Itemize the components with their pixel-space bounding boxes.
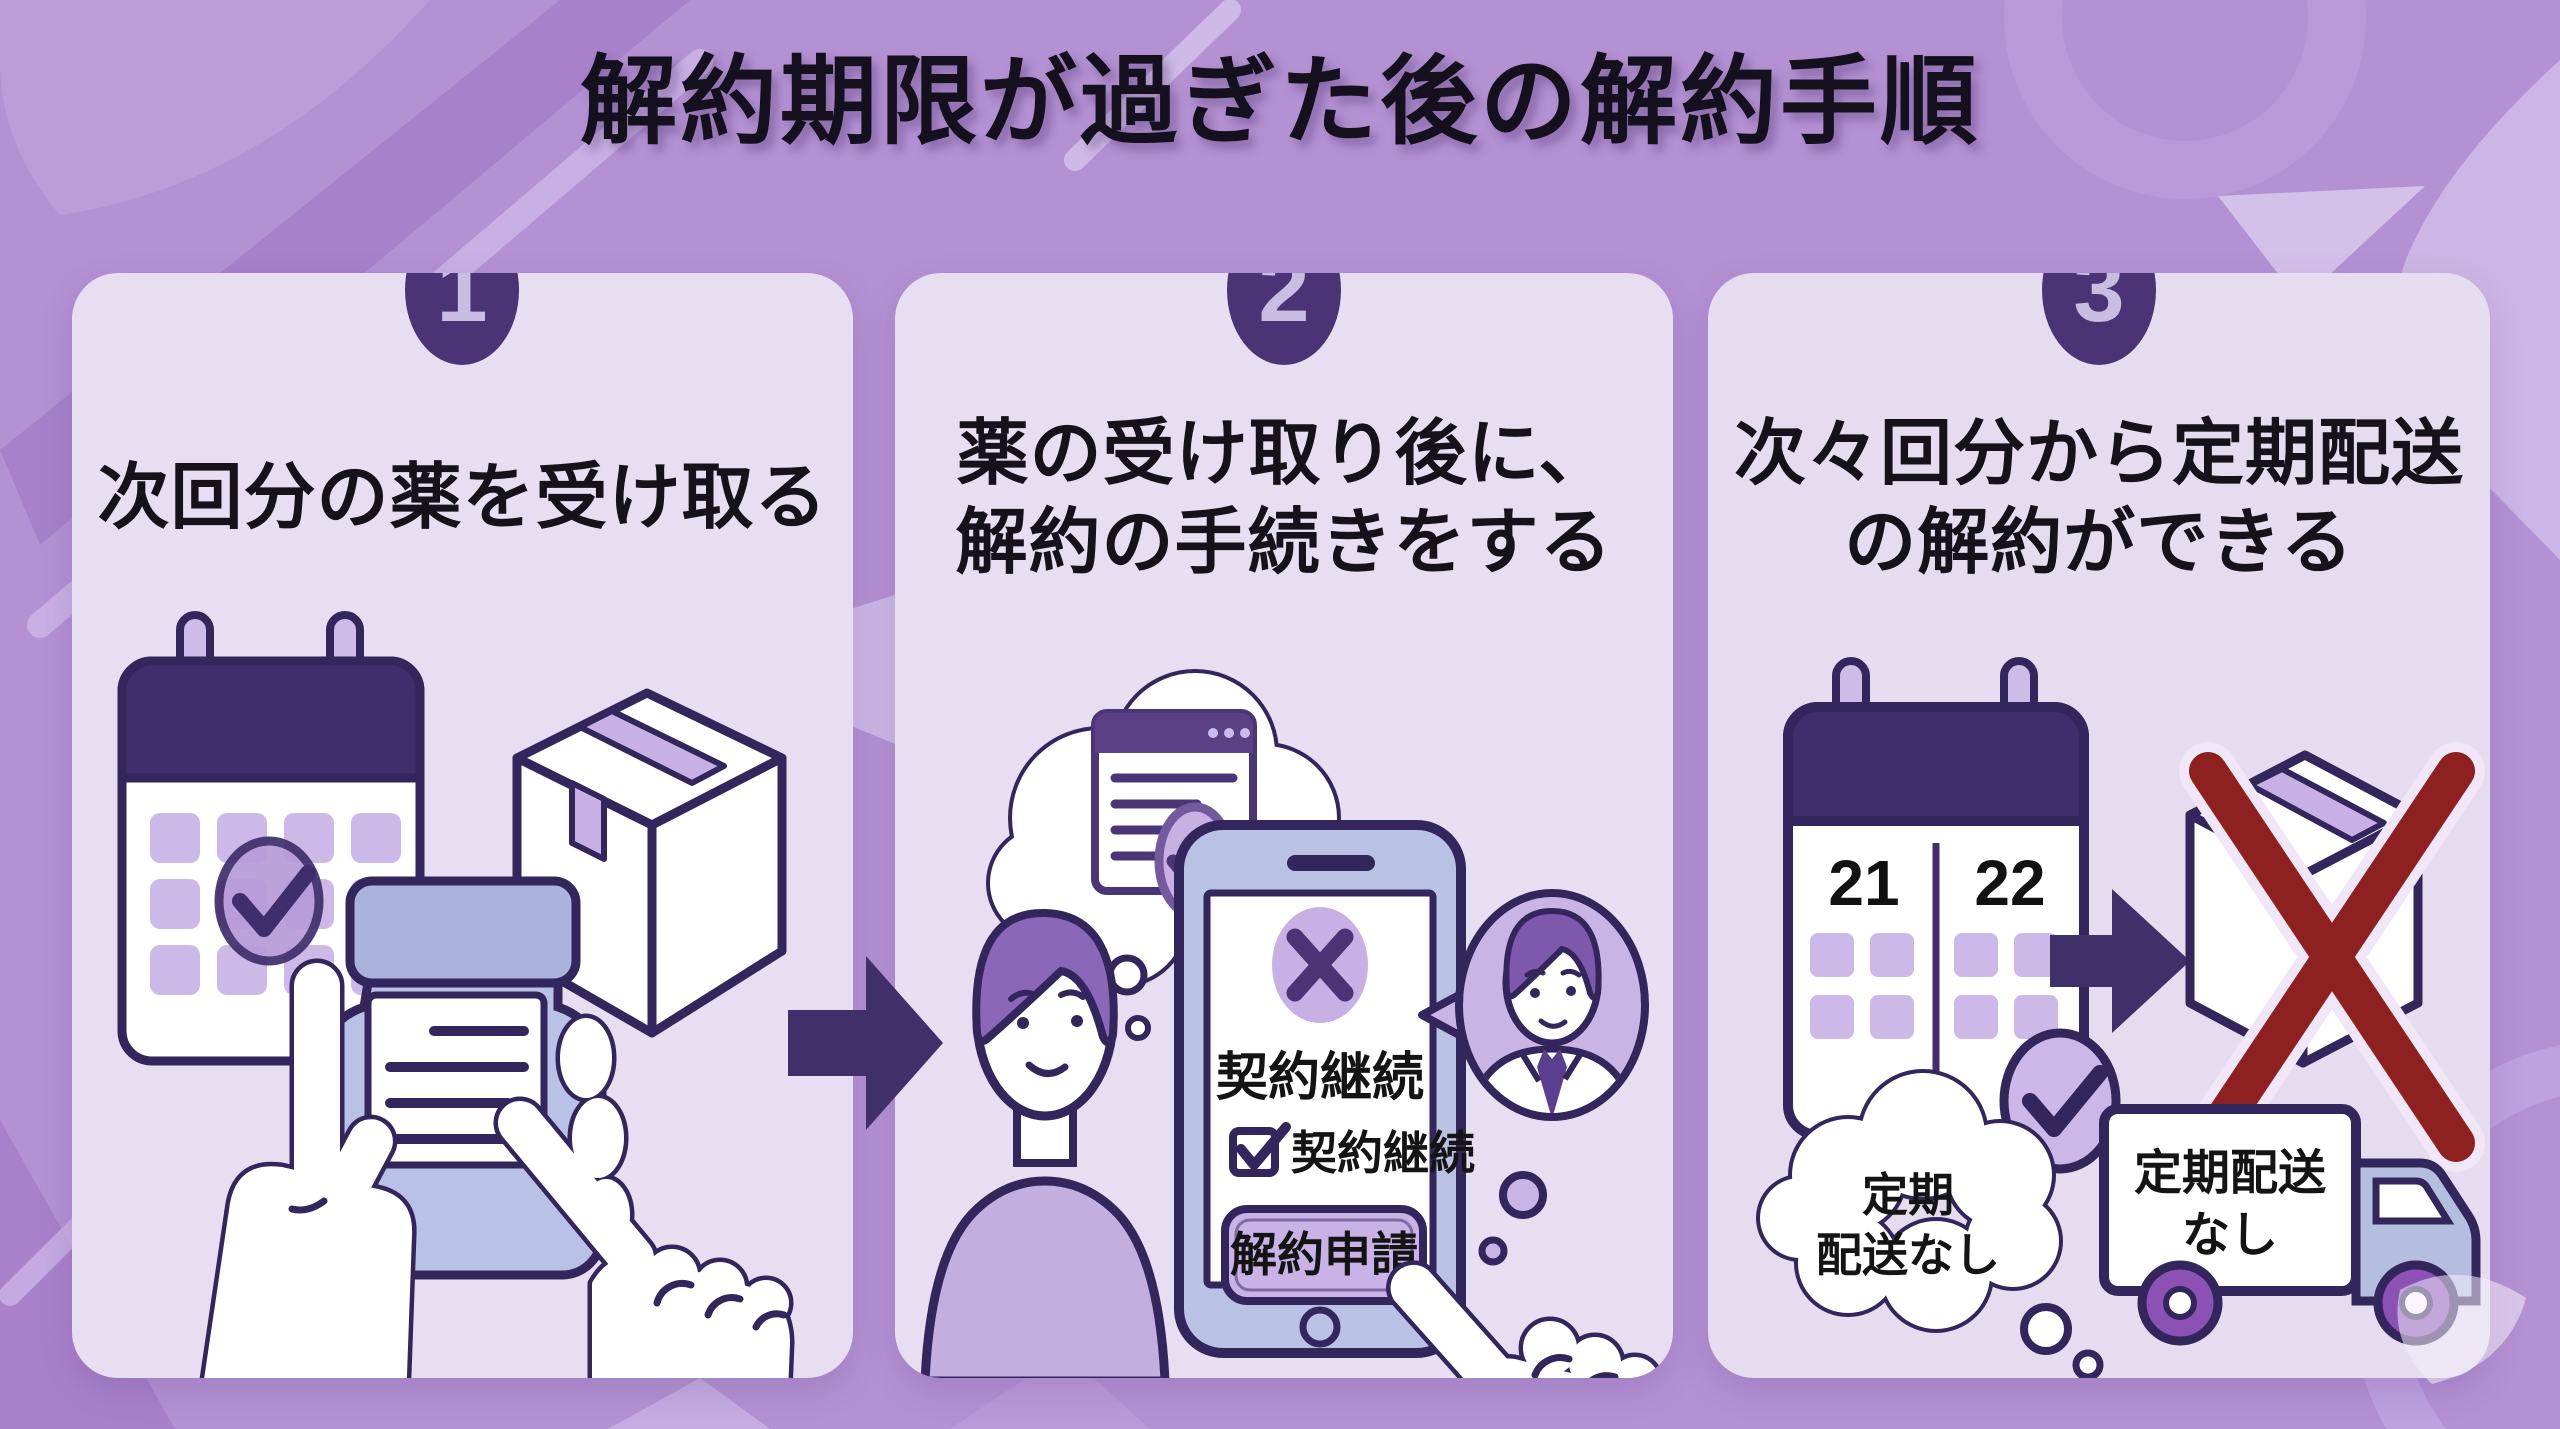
step-2-illustration: 契約継続 契約継続 解約申請: [920, 669, 1664, 1378]
doctor-avatar: [1466, 907, 1638, 1113]
checkmark-icon: [2022, 1065, 2108, 1137]
truck-label-line1: 定期配送: [2134, 1147, 2326, 1200]
step-panel-1: 次回分の薬を受け取る: [72, 273, 853, 1378]
checkbox-label: 契約継続: [1291, 1127, 1475, 1179]
calendar-icon: 21 22: [1783, 657, 2121, 1174]
delivery-truck-icon: 定期配送 なし: [2099, 1104, 2481, 1346]
package-box-icon: [512, 688, 787, 1038]
triangle-shape: [608, 1378, 770, 1429]
step-number-badge: 1: [405, 273, 519, 365]
doctor-speech-bubble: [1418, 889, 1649, 1266]
calendar-day-right: 22: [1974, 847, 2045, 919]
step-3-heading: 次々回分から定期配送の解約ができる: [1708, 391, 2490, 607]
bubble-dot: [1478, 1236, 1508, 1266]
step-1-heading: 次回分の薬を受け取る: [72, 391, 853, 607]
step-number-badge: 2: [1227, 273, 1341, 365]
phone-speaker: [1287, 855, 1375, 871]
page-title: 解約期限が過ぎた後の解約手順: [580, 47, 1980, 156]
cloud-label-line2: 配送なし: [1816, 1229, 2000, 1281]
checkmark-icon: [232, 865, 316, 937]
pointing-hand-icon: [493, 1013, 795, 1378]
calendar-check-circle: [214, 836, 324, 966]
calendar-day-left: 21: [1828, 847, 1899, 919]
bubble-dot: [1499, 1171, 1547, 1219]
bubble-dot: [2020, 1303, 2072, 1355]
contract-checkbox: [1229, 1122, 1291, 1177]
cloud-label-line1: 定期: [1862, 1169, 1954, 1221]
arrow-right-icon: [788, 956, 943, 1130]
cancelled-package-icon: [2179, 742, 2485, 1172]
phone-home-button: [1299, 1306, 1341, 1348]
step-2-heading-line2: 解約の手続きをする: [955, 503, 1613, 583]
step-3-heading-line2: の解約ができる: [1844, 503, 2354, 583]
truck-label-line2: なし: [2182, 1209, 2278, 1262]
step-1-illustration: [117, 611, 795, 1378]
step-panel-3: 次々回分から定期配送の解約ができる 21 22: [1708, 273, 2490, 1378]
step-2-heading: 薬の受け取り後に、解約の手続きをする: [895, 391, 1673, 607]
step-2-heading-line1: 薬の受け取り後に、: [956, 413, 1612, 494]
pointing-hand-icon: [1386, 1260, 1664, 1378]
smartphone-icon: 契約継続 契約継続 解約申請: [1174, 820, 1475, 1358]
step-number-badge: 3: [2042, 273, 2156, 365]
cancel-x-icon: [1272, 907, 1368, 1023]
contract-status-label: 契約継続: [1216, 1049, 1424, 1107]
hair: [972, 908, 1118, 1047]
step-panel-2: 薬の受け取り後に、解約の手続きをする: [895, 273, 1673, 1378]
step-1-heading-line1: 次回分の薬を受け取る: [97, 458, 828, 539]
step-3-heading-line1: 次々回分から定期配送: [1733, 413, 2464, 494]
step-3-illustration: 21 22: [1756, 657, 2485, 1378]
calendar-day-cells: [1810, 933, 2058, 1039]
cancel-request-button-label: 解約申請: [1230, 1228, 1418, 1281]
no-delivery-thought-cloud: 定期 配送なし: [1756, 1069, 2104, 1378]
arrow-right-icon: [2050, 889, 2190, 1033]
bubble-dot: [2072, 1349, 2104, 1378]
cancel-request-button: 解約申請: [1221, 1205, 1427, 1305]
person-icon: [920, 908, 1170, 1378]
